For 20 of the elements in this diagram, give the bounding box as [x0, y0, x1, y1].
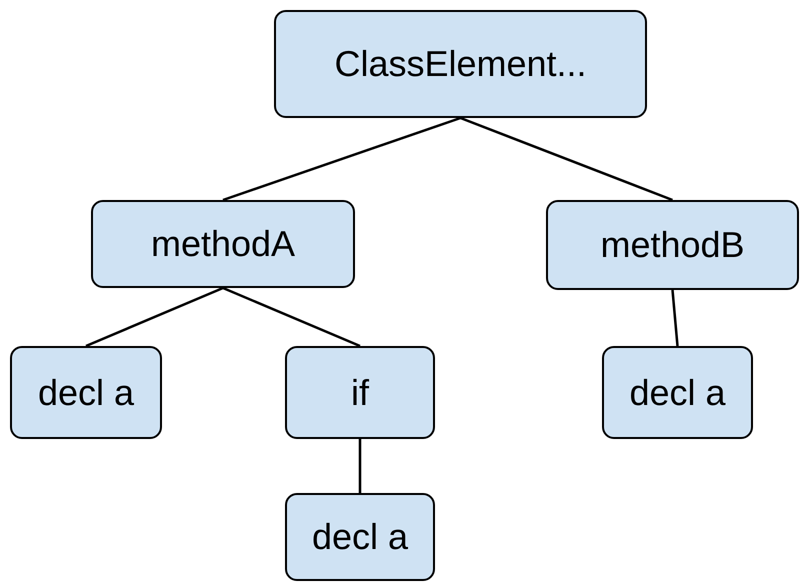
connector-line — [460, 116, 673, 202]
tree-node-box — [602, 346, 753, 439]
node-label: decl a — [38, 372, 134, 414]
connector-line — [86, 286, 224, 348]
connector-line — [222, 116, 461, 202]
tree-node-box — [91, 200, 355, 288]
connector-line — [222, 286, 360, 348]
tree-node-box — [285, 346, 435, 439]
node-label: methodB — [600, 224, 745, 266]
connector-line — [671, 290, 679, 346]
node-label: decl a — [629, 372, 726, 414]
node-label: methodA — [150, 223, 296, 265]
tree-node-box — [10, 346, 162, 439]
node-label: if — [351, 372, 369, 414]
node-label: ClassElement... — [334, 43, 587, 85]
node-label: decl a — [312, 516, 408, 558]
connector-line — [358, 439, 362, 493]
tree-node-box — [546, 200, 799, 290]
tree-node-box — [274, 10, 647, 118]
tree-node-box — [285, 493, 435, 581]
